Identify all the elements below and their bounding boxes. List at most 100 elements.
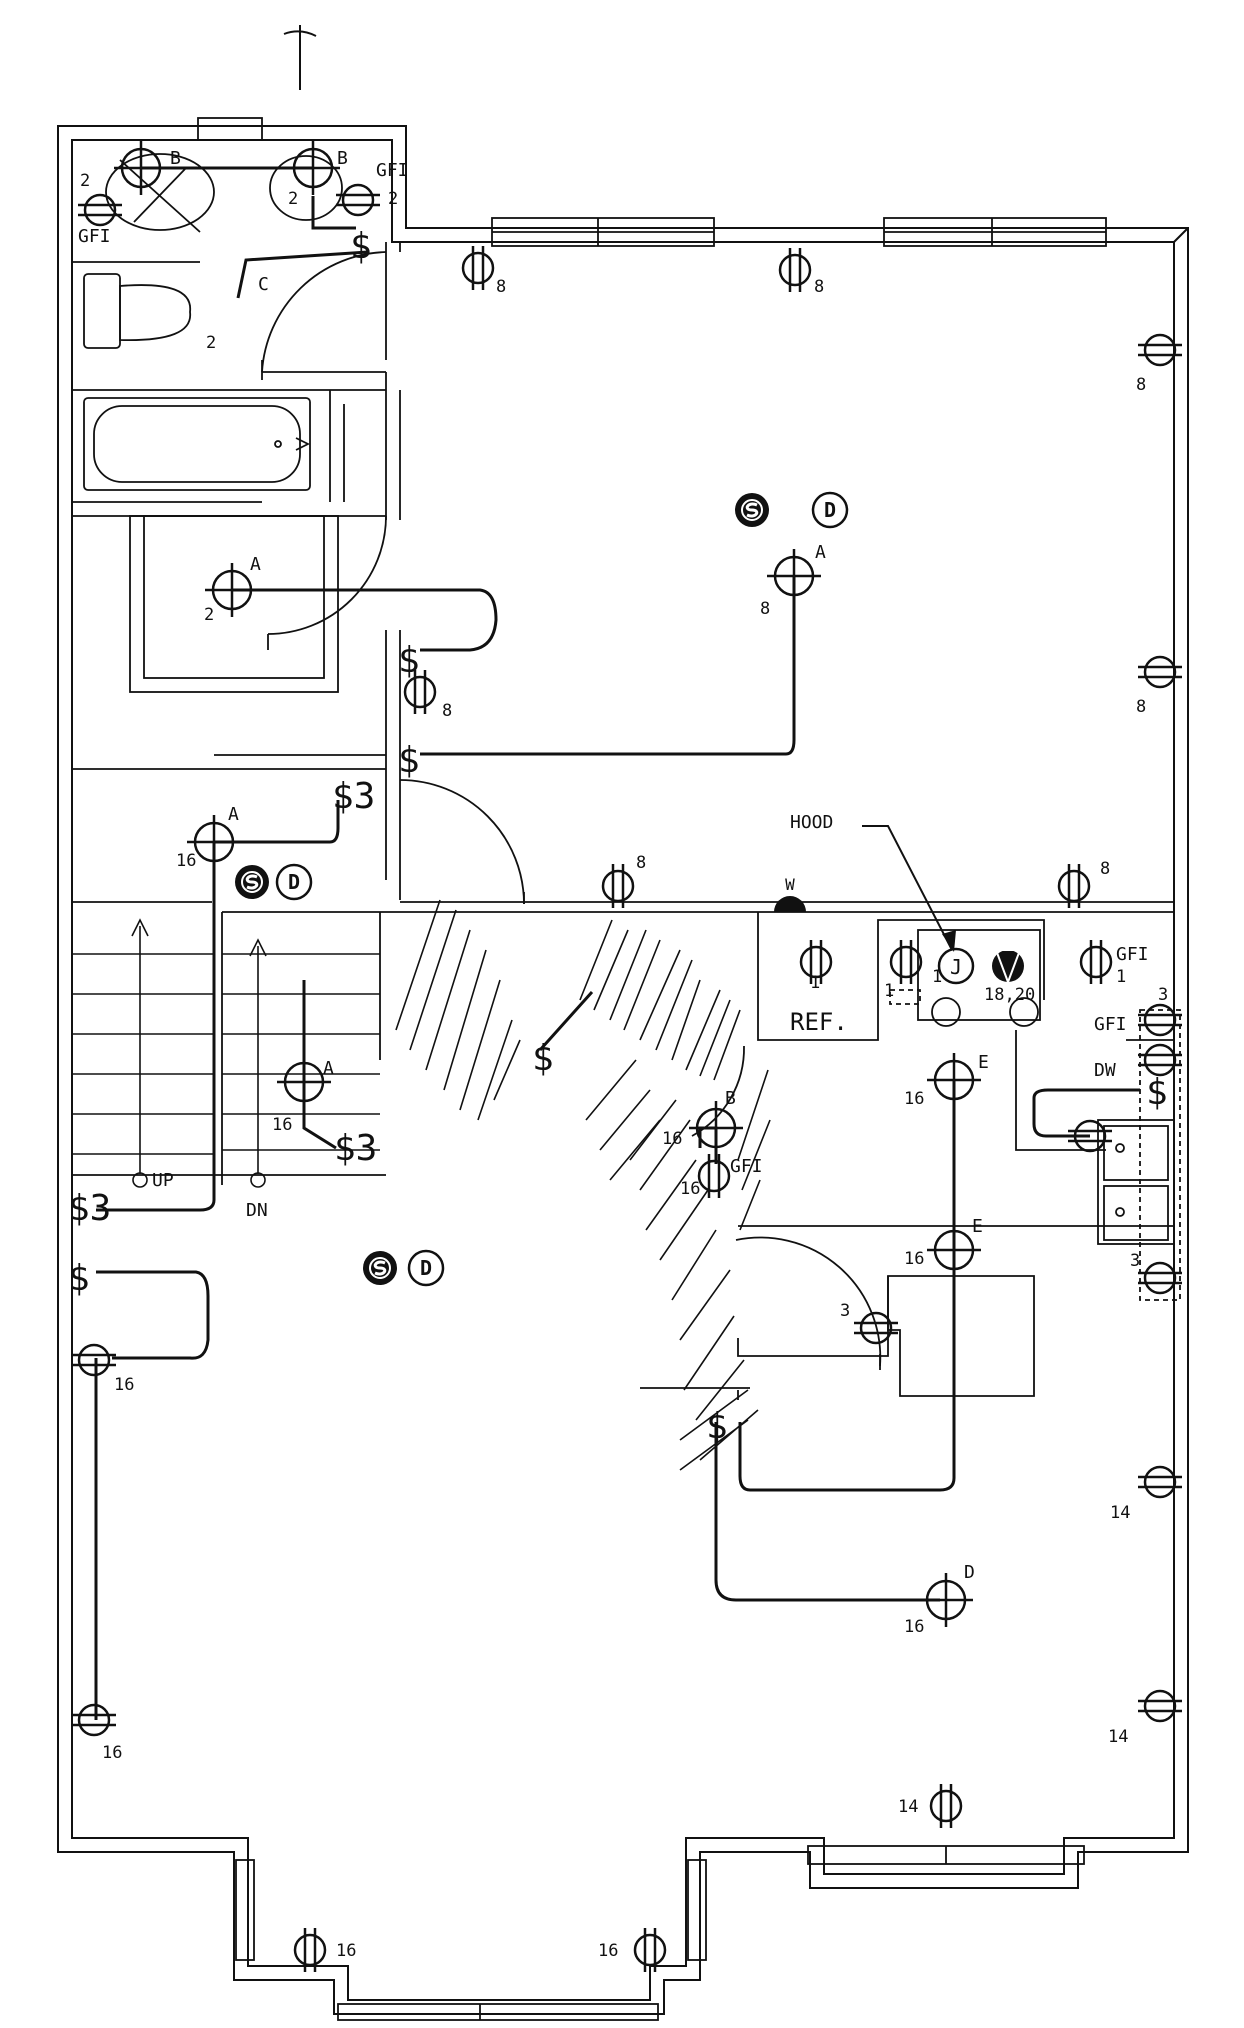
windows <box>197 117 1107 2021</box>
weatherproof-outlet-icon <box>774 896 806 912</box>
fixture-type-a: A <box>815 542 826 563</box>
hood-callout: HOOD <box>790 812 956 952</box>
gfi-receptacle-icon <box>889 938 923 986</box>
stair-up-label: UP <box>152 1170 174 1191</box>
duplex-receptacle-icon <box>1136 1465 1184 1499</box>
ceiling-light-icon <box>284 139 342 197</box>
fixture-type-b: B <box>725 1088 736 1109</box>
duplex-receptacle-icon <box>70 1343 118 1377</box>
weatherproof-letter: W <box>785 875 795 894</box>
hood-label: HOOD <box>790 812 833 833</box>
circuit-number: 16 <box>662 1129 682 1149</box>
fixture-type-b: B <box>170 148 181 169</box>
circuit-number: 1 <box>1116 967 1126 987</box>
demolition-hatch <box>395 899 771 1471</box>
duplex-receptacle-icon <box>1136 333 1184 367</box>
refrigerator-label: REF. <box>790 1008 848 1036</box>
interior-walls <box>72 242 1174 1400</box>
duplex-receptacle-icon <box>1136 655 1184 689</box>
switch-icon: $ <box>350 226 372 267</box>
gfi-receptacle-icon <box>697 1152 731 1200</box>
circuit-number: 18,20 <box>984 985 1035 1005</box>
dishwasher-label: DW <box>1094 1060 1116 1081</box>
circuit-number: 1 <box>810 973 820 993</box>
gfi-label: GFI <box>78 226 111 247</box>
heat-detector-letter: D <box>288 870 300 894</box>
three-way-switch-icon: $3 <box>334 1128 377 1169</box>
fixture-type-b: B <box>337 148 348 169</box>
circuit-number: 16 <box>176 851 196 871</box>
three-way-switch-icon: $3 <box>332 776 375 817</box>
smoke-detector-icon <box>733 491 771 529</box>
fixture-type-c: C <box>258 274 269 295</box>
duplex-receptacle-icon <box>929 1782 963 1830</box>
circuit-number: 8 <box>636 853 646 873</box>
circuit-number: 3 <box>1130 1251 1140 1271</box>
circuit-number: 2 <box>80 171 90 191</box>
stairs <box>72 918 380 1188</box>
smoke-detector-icon <box>233 863 271 901</box>
fixture-type-a: A <box>228 804 239 825</box>
circuit-number: 8 <box>496 277 506 297</box>
circuit-number: 14 <box>1108 1727 1128 1747</box>
fixture-labels: B B C A A A A B E E D GFI GFI GFI GFI GF… <box>78 148 1149 1583</box>
gfi-label: GFI <box>1094 1014 1127 1035</box>
fixture-type-e: E <box>978 1052 989 1073</box>
circuit-number: 2 <box>206 333 216 353</box>
circuit-number: 16 <box>102 1743 122 1763</box>
switch-icon: $ <box>1146 1072 1168 1113</box>
circuit-number: 16 <box>904 1089 924 1109</box>
ceiling-light-icon <box>765 547 823 605</box>
ceiling-light-icon <box>925 1051 983 1109</box>
circuit-wiring <box>94 166 1140 1720</box>
circuit-number: 2 <box>388 189 398 209</box>
circuit-numbers: 2 2 2 2 2 8 8 8 8 8 8 8 8 16 16 16 16 16… <box>80 171 1168 1961</box>
circuit-number: 16 <box>904 1249 924 1269</box>
heat-detector-letter: D <box>824 498 836 522</box>
gfi-label: GFI <box>730 1156 763 1177</box>
gfi-receptacle-icon <box>1136 1043 1184 1077</box>
circuit-number: 16 <box>336 1941 356 1961</box>
duplex-receptacle-icon <box>70 1703 118 1737</box>
circuit-number: 3 <box>1158 985 1168 1005</box>
circuit-number: 16 <box>114 1375 134 1395</box>
switch-icon: $ <box>532 1038 554 1079</box>
circuit-number: 1 <box>884 981 894 1001</box>
switches: $ $ $ $3 $3 $ $3 $ $ $ <box>68 226 1168 1447</box>
fixture-type-e: E <box>972 1216 983 1237</box>
circuit-number: 8 <box>760 599 770 619</box>
circuit-number: 1 <box>932 967 942 987</box>
ceiling-light-icon <box>687 1099 745 1157</box>
gfi-receptacle-icon <box>76 193 124 227</box>
kitchen-fixtures <box>889 989 1181 1301</box>
exterior-walls <box>57 125 1189 2015</box>
switch-icon: $ <box>398 740 420 781</box>
duplex-receptacle-icon <box>1136 1689 1184 1723</box>
circuit-number: 8 <box>814 277 824 297</box>
circuit-number: 14 <box>898 1797 918 1817</box>
circuit-number: 8 <box>1100 859 1110 879</box>
detector-letters: D D D <box>288 498 836 1280</box>
circuit-number: 8 <box>442 701 452 721</box>
gfi-label: GFI <box>1116 944 1149 965</box>
switch-icon: $ <box>398 640 420 681</box>
circuit-number: 16 <box>680 1179 700 1199</box>
fixture-type-d: D <box>964 1562 975 1583</box>
junction-and-fan: J W <box>774 875 1024 985</box>
duplex-receptacle-icon <box>778 246 812 294</box>
three-way-switch-icon: $3 <box>68 1188 111 1229</box>
gfi-receptacle-icon <box>1136 1261 1184 1295</box>
duplex-receptacle-icon <box>461 244 495 292</box>
circuit-number: 8 <box>1136 375 1146 395</box>
circuit-number: 8 <box>1136 697 1146 717</box>
circuit-number: 2 <box>204 605 214 625</box>
ceiling-light-icon <box>112 139 170 197</box>
circuit-number: 14 <box>1110 1503 1130 1523</box>
smoke-detector-icon <box>361 1249 399 1287</box>
circuit-number: 2 <box>288 189 298 209</box>
fixture-type-a: A <box>250 554 261 575</box>
gfi-label: GFI <box>376 160 409 181</box>
range-outlet-icon <box>992 949 1024 985</box>
corner-north-mark <box>283 25 317 90</box>
